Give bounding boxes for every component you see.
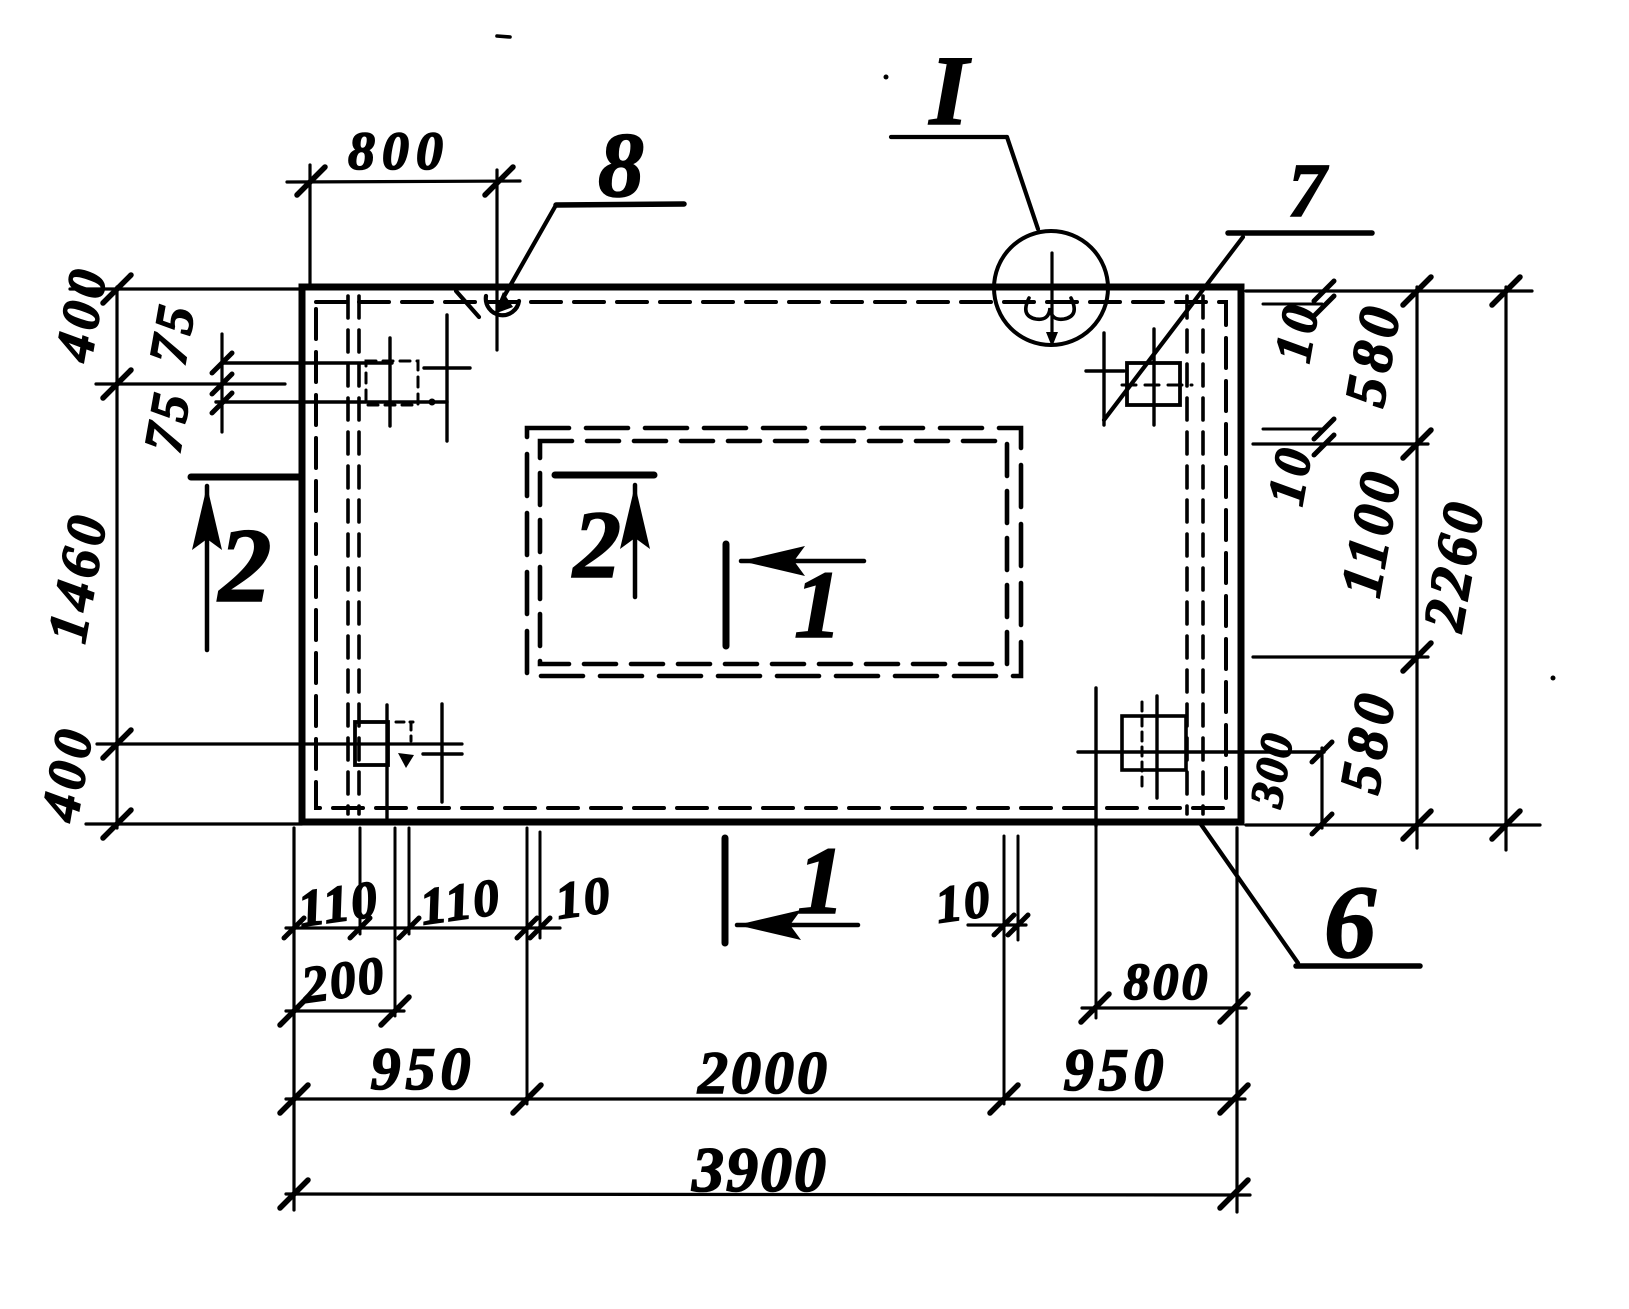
svg-text:200: 200 bbox=[297, 947, 389, 1015]
svg-text:1: 1 bbox=[794, 551, 842, 658]
svg-text:2000: 2000 bbox=[697, 1040, 830, 1106]
svg-text:580: 580 bbox=[1332, 296, 1414, 411]
svg-text:10: 10 bbox=[1264, 298, 1331, 367]
svg-text:1460: 1460 bbox=[36, 506, 120, 647]
svg-text:300: 300 bbox=[1240, 728, 1303, 812]
svg-text:7: 7 bbox=[1288, 149, 1329, 233]
svg-text:800: 800 bbox=[1124, 954, 1211, 1011]
svg-text:10: 10 bbox=[1257, 441, 1324, 510]
svg-text:I: I bbox=[929, 35, 972, 146]
svg-text:110: 110 bbox=[295, 871, 383, 939]
svg-text:2260: 2260 bbox=[1410, 494, 1497, 636]
svg-text:6: 6 bbox=[1324, 865, 1376, 980]
svg-text:1100: 1100 bbox=[1328, 464, 1414, 602]
svg-text:110: 110 bbox=[417, 869, 505, 937]
svg-text:400: 400 bbox=[43, 260, 119, 366]
svg-text:3900: 3900 bbox=[691, 1134, 828, 1205]
svg-text:8: 8 bbox=[598, 114, 644, 216]
svg-text:800: 800 bbox=[348, 121, 450, 181]
svg-text:2: 2 bbox=[217, 507, 272, 624]
svg-text:950: 950 bbox=[1064, 1037, 1169, 1103]
svg-text:2: 2 bbox=[571, 491, 621, 598]
svg-text:950: 950 bbox=[371, 1036, 476, 1102]
svg-text:400: 400 bbox=[29, 720, 105, 826]
svg-text:580: 580 bbox=[1327, 683, 1409, 798]
svg-text:10: 10 bbox=[932, 871, 995, 935]
svg-text:10: 10 bbox=[552, 867, 615, 931]
svg-text:75: 75 bbox=[132, 385, 202, 456]
svg-text:75: 75 bbox=[137, 297, 207, 368]
svg-text:1: 1 bbox=[797, 827, 845, 934]
